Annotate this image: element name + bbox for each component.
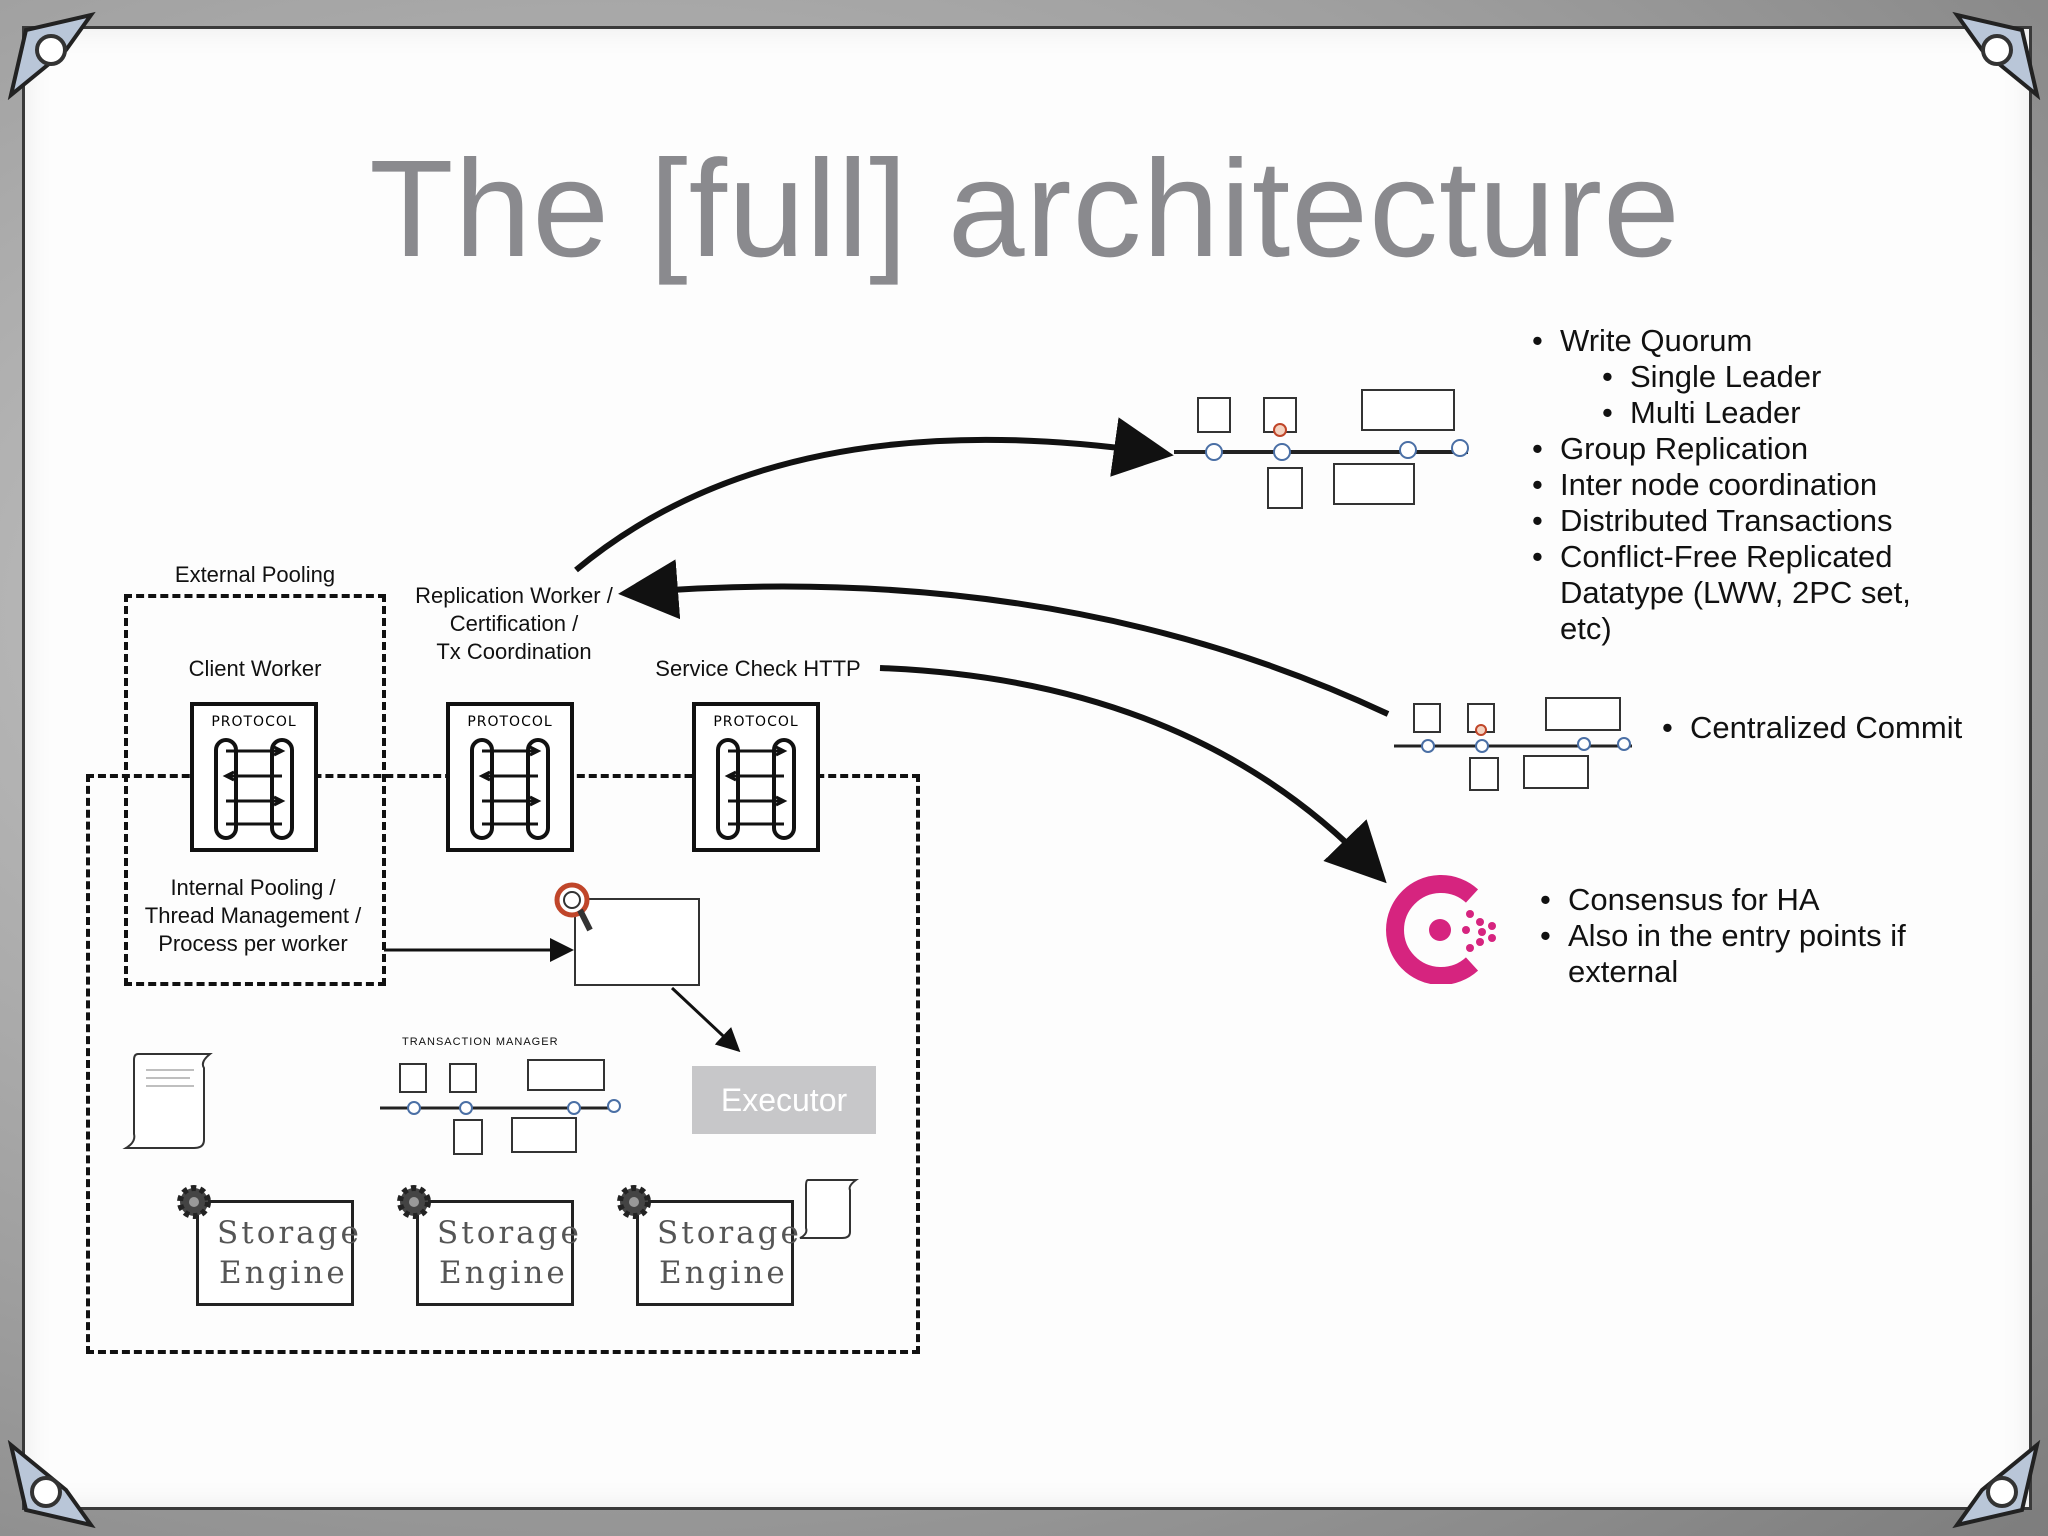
list-item: Consensus for HA <box>1540 882 1906 918</box>
consensus-list: Consensus for HA Also in the entry point… <box>1540 882 1906 990</box>
list-item-continuation: Datatype (LWW, 2PC set, <box>1560 575 1911 610</box>
list-item: Centralized Commit <box>1662 710 1962 746</box>
timeline-sketch-icon <box>1394 697 1632 791</box>
executor-box: Executor <box>692 1066 876 1134</box>
scroll-icon <box>122 1053 213 1149</box>
corner-clip-icon <box>1952 1440 2041 1529</box>
storage-engine-2: Storage Engine <box>416 1200 579 1306</box>
queue-box <box>574 898 700 986</box>
write-quorum-list: Write Quorum Single Leader Multi Leader … <box>1532 323 1911 647</box>
external-pooling-box <box>124 594 386 986</box>
corner-clip-icon <box>7 1440 96 1529</box>
consul-logo-icon <box>1386 875 1496 984</box>
gear-icon <box>177 1185 211 1219</box>
storage-engine-3: Storage Engine <box>636 1200 799 1306</box>
list-item-continuation: etc) <box>1560 611 1612 646</box>
client-worker-label: Client Worker <box>188 656 322 681</box>
protocol-loop-icon <box>470 738 550 840</box>
external-pooling-label: External Pooling <box>174 562 336 587</box>
protocol-box-replication: PROTOCOL <box>446 702 574 852</box>
gear-icon <box>397 1185 431 1219</box>
internal-pooling-label: Internal Pooling / Thread Management / P… <box>144 875 362 956</box>
protocol-loop-icon <box>214 738 294 840</box>
corner-clip-icon <box>7 11 96 100</box>
storage-engine-1: Storage Engine <box>196 1200 359 1306</box>
protocol-box-service-check: PROTOCOL <box>692 702 820 852</box>
list-item: Inter node coordination <box>1532 467 1911 503</box>
list-item: Write Quorum <box>1532 323 1911 359</box>
list-item: Single Leader <box>1602 359 1911 395</box>
gear-icon <box>617 1185 651 1219</box>
replication-worker-label: Replication Worker / Certification / Tx … <box>415 583 613 664</box>
list-item-continuation: external <box>1568 954 1679 989</box>
transaction-manager-label: TRANSACTION MANAGER <box>402 1036 559 1048</box>
protocol-box-client: PROTOCOL <box>190 702 318 852</box>
list-item: Conflict-Free Replicated <box>1532 539 1911 575</box>
list-item: Multi Leader <box>1602 395 1911 431</box>
protocol-loop-icon <box>716 738 796 840</box>
list-item: Also in the entry points if <box>1540 918 1906 954</box>
list-item: Group Replication <box>1532 431 1911 467</box>
centralized-list: Centralized Commit <box>1662 710 1962 746</box>
slide-title: The [full] architecture <box>369 132 1681 286</box>
magnifier-icon <box>554 882 593 932</box>
service-check-label: Service Check HTTP <box>655 656 861 681</box>
timeline-sketch-icon <box>380 1059 621 1155</box>
corner-clip-icon <box>1952 11 2041 100</box>
timeline-sketch-icon <box>1174 389 1469 509</box>
list-item: Distributed Transactions <box>1532 503 1911 539</box>
scroll-icon <box>799 1179 859 1239</box>
